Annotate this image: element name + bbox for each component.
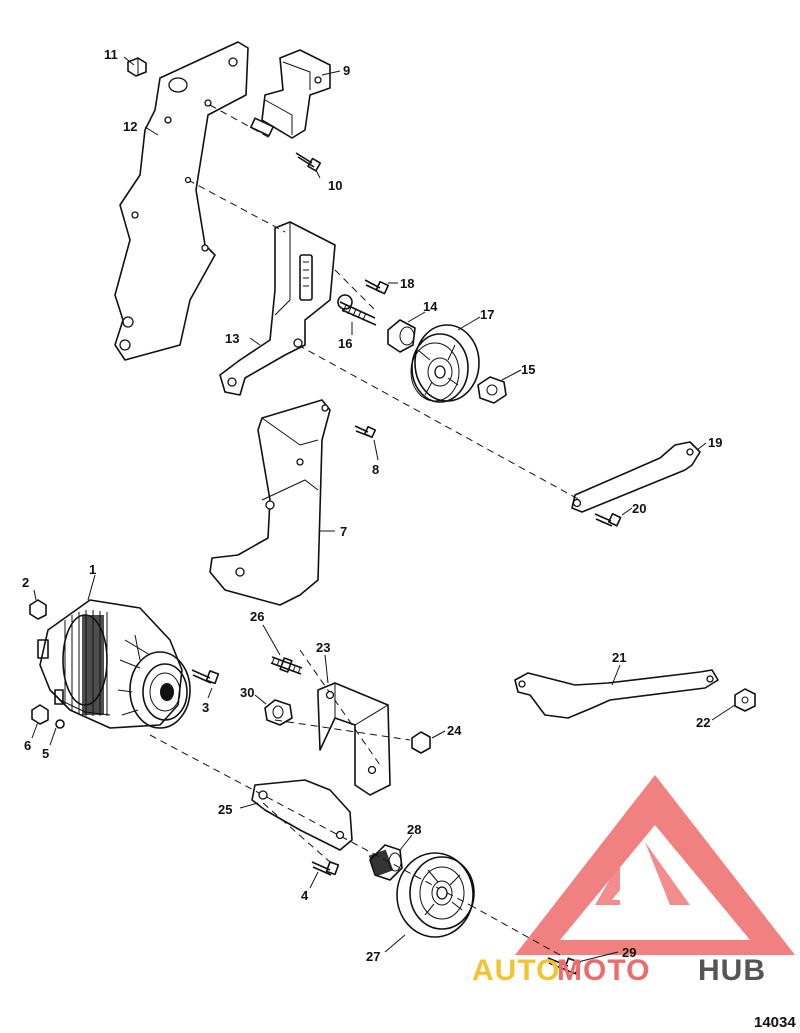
callout-28: 28: [407, 822, 421, 837]
nut-15-part: [477, 376, 507, 404]
callout-12: 12: [123, 119, 137, 134]
bracket-13-part: [219, 221, 336, 396]
bolt-29-part: [547, 957, 581, 975]
assembly-lines: [149, 104, 581, 956]
bolt-8-part: [354, 425, 377, 439]
spacer-14-part: [387, 319, 416, 353]
callout-23: 23: [316, 640, 330, 655]
nut-6-part: [31, 704, 49, 725]
pulley-27-part: [396, 852, 475, 938]
pulley-17-part: [410, 324, 480, 403]
callout-2: 2: [22, 575, 29, 590]
callout-24: 24: [447, 723, 462, 738]
callout-14: 14: [423, 299, 438, 314]
callout-10: 10: [328, 178, 342, 193]
watermark-moto: MOTO: [557, 954, 650, 987]
callout-1: 1: [89, 562, 96, 577]
callout-4: 4: [301, 888, 309, 903]
bracket-9-part: [250, 49, 331, 139]
watermark-text: AUTO MOTO HUB: [472, 954, 766, 987]
bolt-4-part: [311, 861, 340, 876]
bracket-23-part: [317, 682, 391, 796]
stud-26-part: [270, 656, 303, 675]
callout-16: 16: [338, 336, 352, 351]
callout-17: 17: [480, 307, 494, 322]
watermark-hub: HUB: [698, 954, 766, 987]
callout-11: 11: [104, 47, 118, 62]
brace-21-part: [514, 669, 719, 719]
nut-11-part: [127, 57, 147, 77]
watermark-logo-icon: [515, 775, 795, 955]
spacer-28-part: [368, 844, 403, 881]
bracket-25-part: [251, 779, 353, 851]
nut-30-part: [264, 699, 293, 726]
callout-26: 26: [250, 609, 264, 624]
mounting-plate-part: [114, 41, 249, 361]
bolt-20-part: [594, 512, 622, 527]
bolt-18-part: [364, 279, 390, 295]
washer-5-part: [55, 719, 65, 729]
callout-15: 15: [521, 362, 535, 377]
callout-8: 8: [372, 462, 379, 477]
callout-5: 5: [42, 746, 49, 761]
callout-25: 25: [218, 802, 232, 817]
leader-lines: [31, 56, 736, 963]
callout-3: 3: [202, 700, 209, 715]
alternator-1-part: [37, 599, 191, 729]
callout-27: 27: [366, 949, 380, 964]
callouts: 1 2 3 4 5 6 7 8 9 10 11 12 13 14 15 16 1…: [22, 47, 722, 964]
callout-29: 29: [622, 945, 636, 960]
nut-24-part: [411, 731, 431, 754]
callout-21: 21: [612, 650, 626, 665]
nut-22-part: [734, 688, 756, 712]
callout-22: 22: [696, 715, 710, 730]
callout-30: 30: [240, 685, 254, 700]
bolt-3-part: [191, 669, 220, 685]
watermark-auto: AUTO: [472, 954, 560, 987]
nut-2-part: [29, 599, 47, 620]
bolt-10-part: [295, 152, 322, 172]
brace-19-part: [571, 441, 701, 513]
callout-9: 9: [343, 63, 350, 78]
stud-16-part: [337, 294, 377, 326]
bracket-7-part: [209, 399, 331, 606]
callout-20: 20: [632, 501, 646, 516]
callout-13: 13: [225, 331, 239, 346]
callout-18: 18: [400, 276, 414, 291]
callout-19: 19: [708, 435, 722, 450]
callout-6: 6: [24, 738, 31, 753]
callout-7: 7: [340, 524, 347, 539]
figure-code: 14034: [754, 1014, 796, 1031]
